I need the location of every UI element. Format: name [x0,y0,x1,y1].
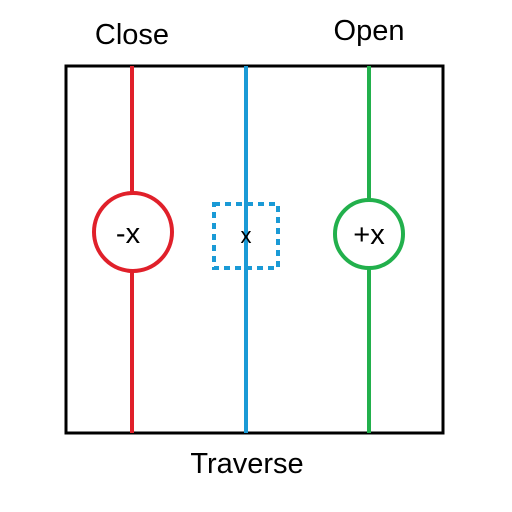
traverse-label: Traverse [190,448,303,480]
open-marker [333,198,405,270]
center-marker-label: x [241,223,252,248]
close-marker-label: -x [116,218,141,250]
close-label: Close [95,19,169,51]
open-label: Open [334,15,405,47]
close-marker [92,191,174,273]
open-marker-label: +x [353,219,385,251]
diagram-frame [64,64,445,435]
